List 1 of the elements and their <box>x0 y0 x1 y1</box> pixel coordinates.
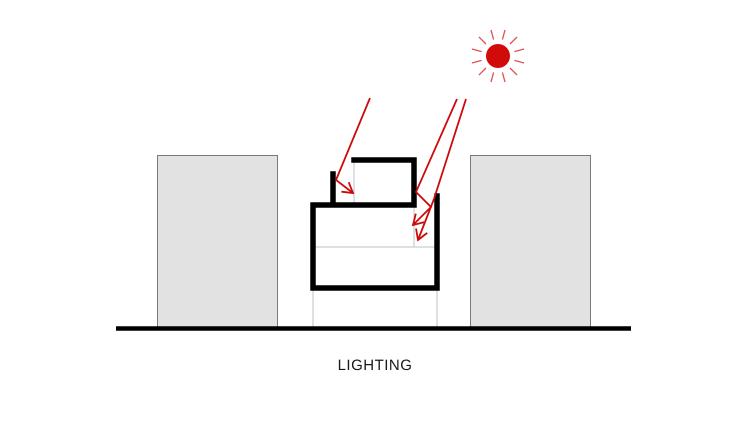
caption: LIGHTING <box>338 357 412 374</box>
